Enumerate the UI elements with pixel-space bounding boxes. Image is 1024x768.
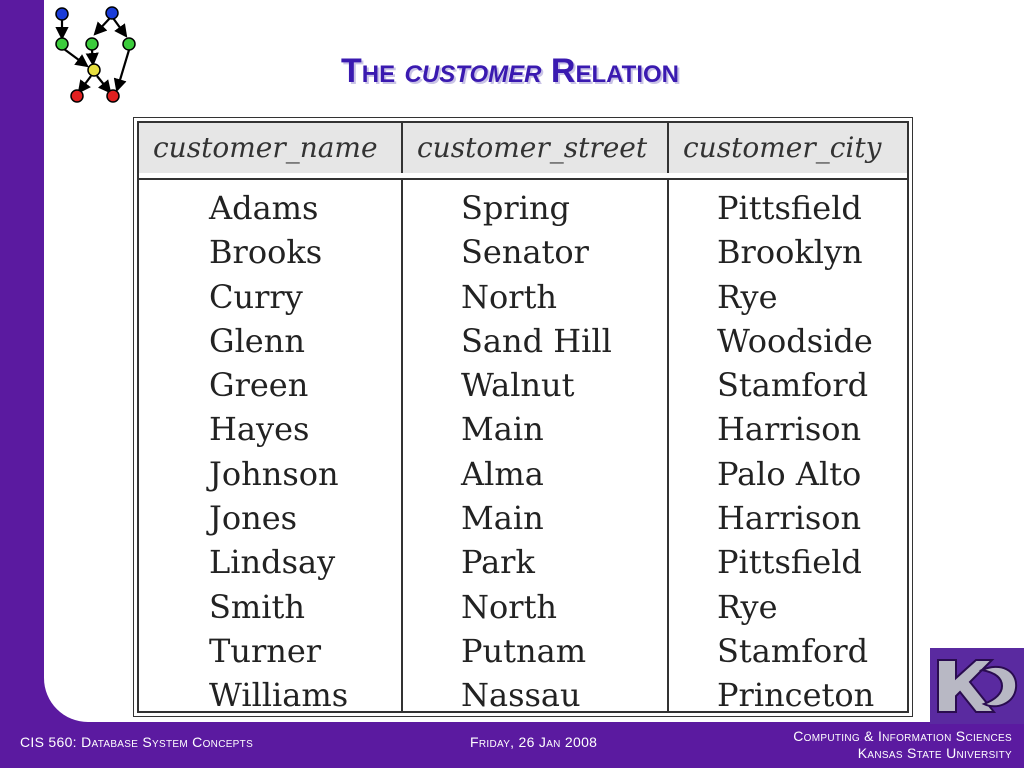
header-separator <box>139 173 907 180</box>
customer-name-cell: Brooks <box>209 233 323 272</box>
customer-city-cell: Woodside <box>717 321 873 360</box>
title-italic-word: customer <box>404 52 542 90</box>
customer-city-cell: Pittsfield <box>717 189 862 227</box>
customer-street-cell: Walnut <box>461 366 575 405</box>
customer-city-cell: Pittsfield <box>717 543 862 582</box>
customer-relation-table: customer_name customer_street customer_c… <box>133 117 913 717</box>
title-prefix: The <box>340 52 396 90</box>
header-customer-name: customer_name <box>139 123 403 173</box>
customer-name-cell: Glenn <box>209 321 305 360</box>
customer-street-cell: North <box>461 277 558 316</box>
footer-institution: Computing & Information Sciences Kansas … <box>793 728 1012 762</box>
customer-city-cell: Stamford <box>717 366 869 405</box>
customer-name-cell: Jones <box>209 499 298 538</box>
kansas-state-wildcat-logo <box>930 648 1024 724</box>
customer-city-cell: Brooklyn <box>717 233 863 272</box>
customer-name-cell: Johnson <box>209 454 339 493</box>
customer-name-cell: Curry <box>209 277 303 316</box>
customer-street-cell: Alma <box>461 454 544 493</box>
customer-street-cell: Main <box>461 410 544 449</box>
customer-street-cell: Putnam <box>461 631 587 670</box>
customer-street-cell: Nassau <box>461 676 581 715</box>
footer-course: CIS 560: Database System Concepts <box>20 734 254 750</box>
customer-name-cell: Williams <box>209 676 349 715</box>
customer-city-cell: Princeton <box>717 676 875 715</box>
customer-city-cell: Palo Alto <box>717 454 862 493</box>
customer-street-cell: Sand Hill <box>461 321 612 360</box>
slide-title: The customer Relation <box>250 52 770 91</box>
footer-university: Kansas State University <box>857 745 1012 761</box>
table-inner-border: customer_name customer_street customer_c… <box>137 121 909 714</box>
customer-name-cell: Hayes <box>209 410 310 449</box>
customer-street-cell: Spring <box>461 189 571 227</box>
footer-dept: Computing & Information Sciences <box>793 728 1012 744</box>
graph-network-icon <box>55 6 136 103</box>
footer-date: Friday, 26 Jan 2008 <box>470 734 598 750</box>
customer-city-cell: Rye <box>717 277 778 316</box>
customer-street-cell: Main <box>461 499 544 538</box>
customer-city-cell: Rye <box>717 587 778 626</box>
customer-name-cell: Adams <box>209 189 319 227</box>
customer-street-cell: North <box>461 587 558 626</box>
customer-name-cell: Smith <box>209 587 305 626</box>
customer-name-cell: Turner <box>209 631 322 670</box>
table-header-row: customer_name customer_street customer_c… <box>139 123 907 175</box>
title-suffix: Relation <box>550 52 680 90</box>
header-customer-city: customer_city <box>683 131 882 164</box>
customer-city-cell: Stamford <box>717 631 869 670</box>
customer-name-cell: Lindsay <box>209 543 336 582</box>
customer-name-cell: Green <box>209 366 309 405</box>
customer-city-cell: Harrison <box>717 410 862 449</box>
customer-street-cell: Senator <box>461 233 589 272</box>
customer-street-cell: Park <box>461 543 535 582</box>
header-customer-street: customer_street <box>403 123 669 173</box>
customer-city-cell: Harrison <box>717 499 862 538</box>
